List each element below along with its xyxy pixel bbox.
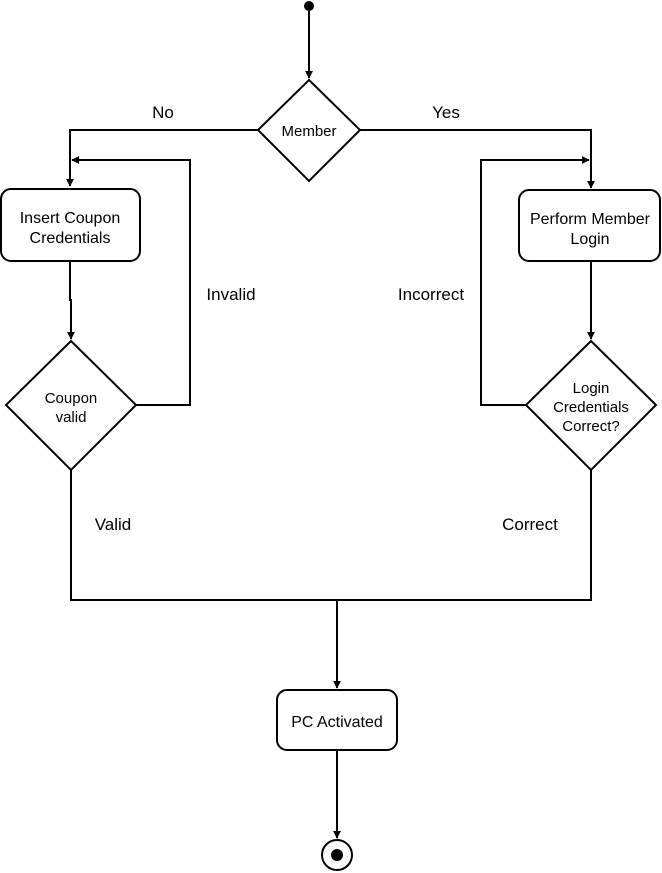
login-correct-label-line3: Correct? bbox=[562, 418, 620, 435]
coupon-valid-label-line1: Coupon bbox=[45, 390, 98, 407]
start-node bbox=[304, 1, 314, 11]
edge-member-yes bbox=[360, 129, 595, 189]
edge-label-no: No bbox=[152, 103, 174, 122]
perform-login-label-line1: Perform Member bbox=[530, 211, 651, 228]
coupon-valid-label-line2: valid bbox=[56, 409, 87, 426]
edge-label-invalid: Invalid bbox=[206, 285, 255, 304]
insert-coupon-label-line2: Credentials bbox=[30, 230, 111, 247]
insert-coupon-credentials-node: Insert Coupon Credentials bbox=[0, 188, 141, 262]
login-correct-decision: Login Credentials Correct? bbox=[524, 339, 658, 472]
member-decision-label: Member bbox=[281, 123, 336, 140]
end-node bbox=[321, 839, 353, 871]
pc-activated-node: PC Activated bbox=[276, 689, 398, 751]
login-correct-label-line1: Login bbox=[573, 380, 610, 397]
edge-correct bbox=[337, 470, 592, 601]
edge-label-yes: Yes bbox=[432, 103, 460, 122]
edge-label-correct: Correct bbox=[502, 515, 558, 534]
edge-invalid-loop bbox=[71, 156, 191, 406]
edge-coupon-to-valid-check bbox=[67, 261, 75, 340]
coupon-valid-decision: Coupon valid bbox=[4, 339, 138, 472]
edge-member-no bbox=[66, 129, 258, 187]
perform-member-login-node: Perform Member Login bbox=[518, 189, 661, 262]
edge-label-valid: Valid bbox=[95, 515, 132, 534]
insert-coupon-label-line1: Insert Coupon bbox=[20, 210, 121, 227]
edge-label-incorrect: Incorrect bbox=[398, 285, 464, 304]
pc-activated-label: PC Activated bbox=[291, 714, 383, 731]
perform-login-label-line2: Login bbox=[570, 231, 609, 248]
edge-incorrect-loop bbox=[480, 156, 590, 406]
edge-valid bbox=[70, 470, 337, 601]
member-decision: Member bbox=[256, 78, 362, 183]
login-correct-label-line2: Credentials bbox=[553, 399, 629, 416]
